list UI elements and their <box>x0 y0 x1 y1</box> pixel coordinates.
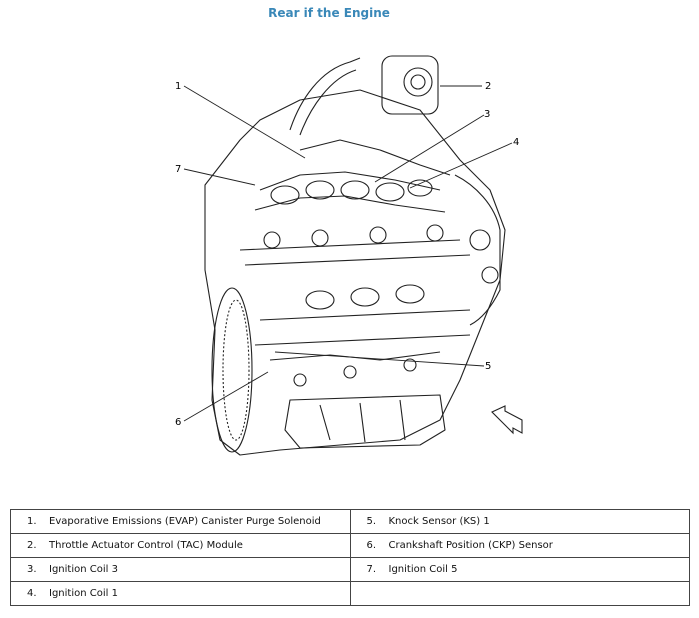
callout-4: 4 <box>513 137 519 148</box>
callout-2: 2 <box>485 81 491 92</box>
legend-item-empty <box>349 581 690 606</box>
tac-module-shape <box>381 55 439 115</box>
legend-row: 1.Evaporative Emissions (EVAP) Canister … <box>10 509 690 534</box>
legend-item: 3.Ignition Coil 3 <box>10 557 351 582</box>
legend-item: 2.Throttle Actuator Control (TAC) Module <box>10 533 351 558</box>
front-direction-arrow <box>491 405 523 435</box>
callout-6: 6 <box>175 417 181 428</box>
callout-5: 5 <box>485 361 491 372</box>
ignition-coil-row <box>270 179 433 205</box>
callout-1: 1 <box>175 81 181 92</box>
callout-7: 7 <box>175 164 181 175</box>
legend-item: 5.Knock Sensor (KS) 1 <box>349 509 690 534</box>
legend-row: 4.Ignition Coil 1 <box>10 581 690 606</box>
flywheel <box>211 287 253 453</box>
legend-item: 4.Ignition Coil 1 <box>10 581 351 606</box>
callout-3: 3 <box>484 109 490 120</box>
legend-row: 3.Ignition Coil 3 7.Ignition Coil 5 <box>10 557 690 582</box>
legend-item: 1.Evaporative Emissions (EVAP) Canister … <box>10 509 351 534</box>
legend-row: 2.Throttle Actuator Control (TAC) Module… <box>10 533 690 558</box>
legend-item: 7.Ignition Coil 5 <box>349 557 690 582</box>
engine-illustration <box>204 55 506 456</box>
leader-lines <box>183 85 513 422</box>
engine-diagram: 1 2 3 4 5 6 7 <box>175 55 523 456</box>
legend-item: 6.Crankshaft Position (CKP) Sensor <box>349 533 690 558</box>
diagram-title: Rear if the Engine <box>268 6 390 20</box>
legend-table: 1.Evaporative Emissions (EVAP) Canister … <box>10 509 690 606</box>
